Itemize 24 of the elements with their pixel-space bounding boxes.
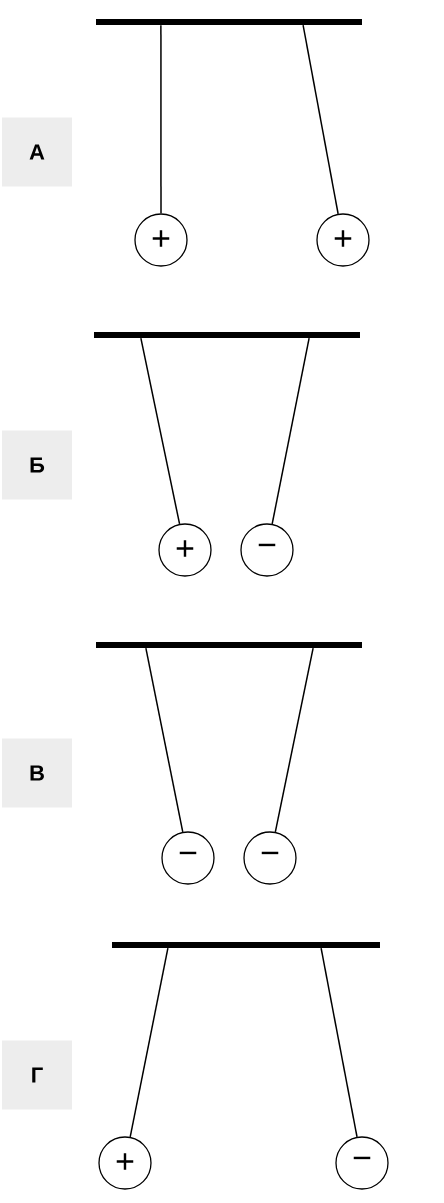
bar — [96, 642, 362, 648]
label-box: Г — [2, 1040, 72, 1110]
thread — [302, 24, 339, 215]
thread — [271, 337, 310, 525]
thread — [160, 24, 162, 215]
thread — [320, 947, 358, 1138]
bar — [112, 942, 380, 948]
thread — [145, 647, 184, 833]
charged-ball: − — [240, 523, 294, 577]
charged-ball: − — [161, 831, 215, 885]
charged-ball: − — [335, 1136, 389, 1190]
bar — [94, 332, 360, 338]
charged-ball: + — [158, 523, 212, 577]
charged-ball: − — [243, 831, 297, 885]
charged-ball: + — [316, 213, 370, 267]
bar — [96, 19, 362, 25]
thread — [129, 947, 169, 1138]
charged-ball: + — [134, 213, 188, 267]
label-box: В — [2, 738, 72, 808]
thread — [140, 337, 181, 525]
label-box: Б — [2, 430, 72, 500]
label-box: А — [2, 117, 72, 187]
charged-ball: + — [98, 1136, 152, 1190]
thread — [274, 647, 314, 833]
